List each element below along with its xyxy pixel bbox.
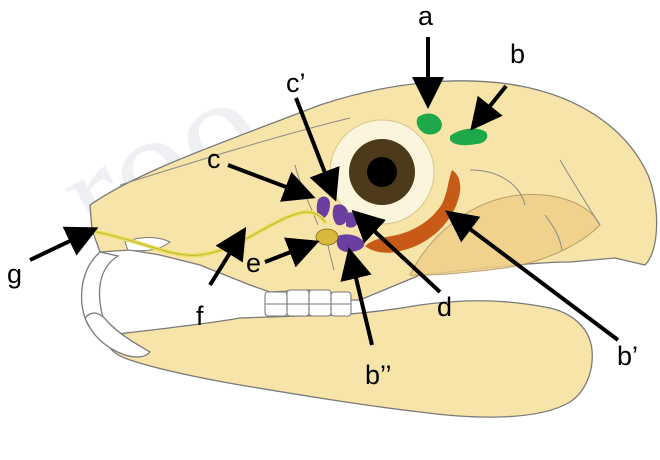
- mandible: [108, 301, 592, 417]
- label-c: c: [207, 144, 221, 174]
- label-c-prime: c’: [286, 68, 306, 98]
- label-a: a: [418, 1, 434, 31]
- eye-pupil: [367, 157, 397, 187]
- molar-row: [265, 290, 351, 316]
- label-f: f: [196, 301, 204, 331]
- arrow-g: [30, 230, 93, 260]
- label-b-double-prime: b’’: [365, 360, 392, 390]
- label-b: b: [510, 39, 525, 69]
- label-e: e: [246, 248, 261, 278]
- label-g: g: [7, 259, 22, 289]
- label-d: d: [437, 292, 452, 322]
- label-b-prime: b’: [617, 341, 638, 371]
- gland-e: [316, 229, 338, 245]
